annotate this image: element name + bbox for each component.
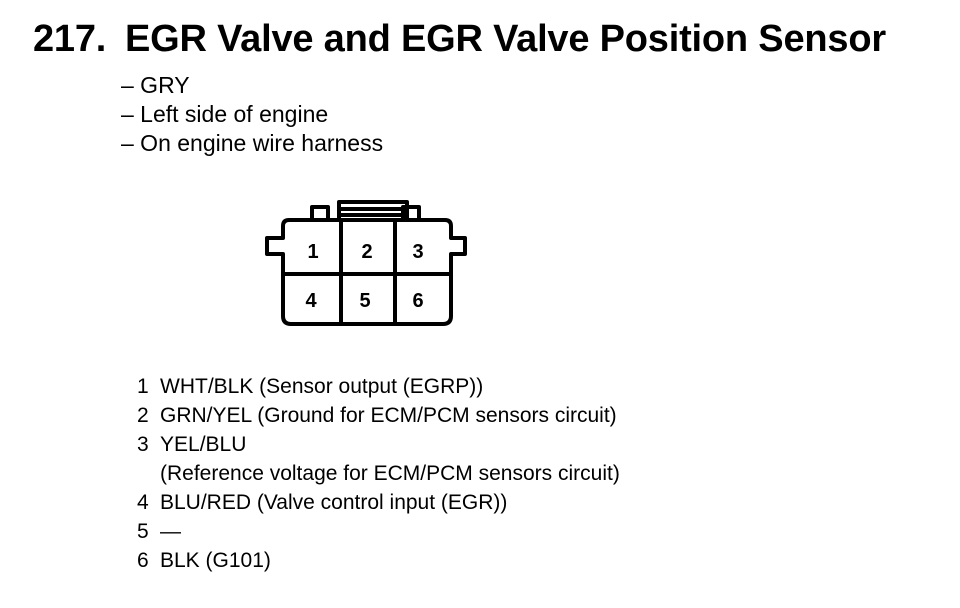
pin-description: YEL/BLU (Reference voltage for ECM/PCM s… [160,430,620,488]
pin-number: 4 [137,491,149,514]
title-text: EGR Valve and EGR Valve Position Sensor [125,18,886,60]
pin-description-line: (Reference voltage for ECM/PCM sensors c… [160,462,620,485]
cavity-5-label: 5 [359,290,370,312]
pin-row-6: 6 BLK (G101) [137,546,620,575]
pin-number: 5 [137,520,149,543]
cavity-6-label: 6 [412,290,423,312]
pin-number: 2 [137,404,149,427]
pin-description-line: — [160,520,181,543]
pin-description: GRN/YEL (Ground for ECM/PCM sensors circ… [160,401,617,430]
pin-description-line: GRN/YEL (Ground for ECM/PCM sensors circ… [160,404,617,427]
pin-description: BLK (G101) [160,546,271,575]
pin-description: BLU/RED (Valve control input (EGR)) [160,488,507,517]
cavity-2-label: 2 [361,241,372,263]
page-title: 217. EGR Valve and EGR Valve Position Sen… [33,15,886,63]
detail-color: – GRY [121,72,190,98]
title-number: 217. [33,18,107,60]
pin-description-line: WHT/BLK (Sensor output (EGRP)) [160,375,484,398]
cavity-4-label: 4 [305,290,317,312]
pin-number: 1 [137,375,149,398]
pin-description-line: YEL/BLU [160,433,247,456]
pin-description: — [160,517,181,546]
pin-row-1: 1 WHT/BLK (Sensor output (EGRP)) [137,372,620,401]
cavity-3-label: 3 [412,241,423,263]
pin-description-line: BLK (G101) [160,549,271,572]
pin-row-3: 3 YEL/BLU (Reference voltage for ECM/PCM… [137,430,620,488]
connector-tab-right [401,205,421,222]
connector-tab-left [310,205,330,222]
connector-details: – GRY – Left side of engine – On engine … [121,71,383,158]
connector-body [265,218,467,326]
detail-harness: – On engine wire harness [121,130,384,156]
pin-description-line: BLU/RED (Valve control input (EGR)) [160,491,508,514]
pin-number: 6 [137,549,149,572]
connector-diagram: 1 2 3 4 5 6 [265,200,467,326]
pin-description: WHT/BLK (Sensor output (EGRP)) [160,372,483,401]
cavity-1-label: 1 [307,241,318,263]
pin-row-5: 5 — [137,517,620,546]
pin-number: 3 [137,433,149,456]
pin-row-4: 4 BLU/RED (Valve control input (EGR)) [137,488,620,517]
pin-row-2: 2 GRN/YEL (Ground for ECM/PCM sensors ci… [137,401,620,430]
detail-location: – Left side of engine [121,101,329,127]
pin-list: 1 WHT/BLK (Sensor output (EGRP)) 2 GRN/Y… [137,372,620,575]
